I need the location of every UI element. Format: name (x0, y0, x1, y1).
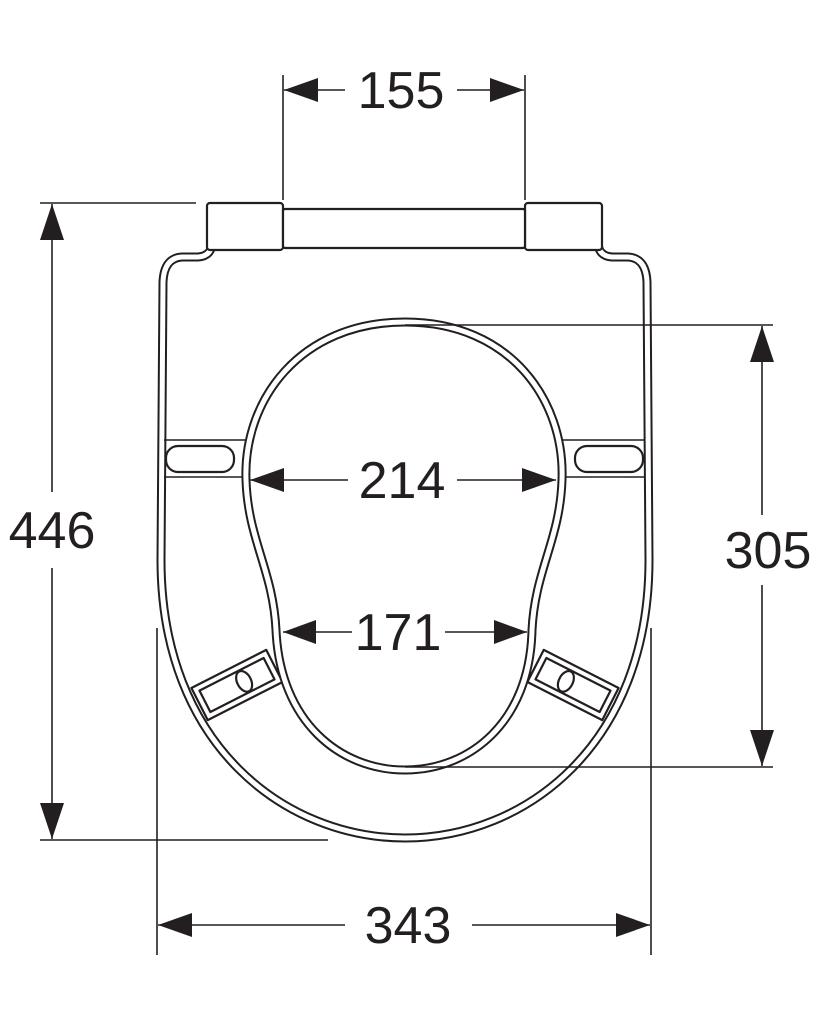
arrowhead (490, 78, 524, 102)
arrowhead (750, 730, 774, 766)
dimension-label: 171 (355, 604, 442, 662)
lower-buffers (190, 648, 620, 722)
dimension-overall-length: 446 (9, 202, 328, 841)
seat-opening (241, 317, 567, 775)
arrowhead (40, 803, 64, 839)
arrowhead (284, 78, 318, 102)
hinge-right (523, 201, 604, 252)
arrowhead (158, 913, 192, 937)
arrowhead (750, 326, 774, 362)
dimension-label: 305 (725, 522, 812, 580)
dimension-label: 343 (365, 897, 452, 955)
arrowhead (522, 468, 556, 492)
dimension-hinge-spacing: 155 (282, 62, 526, 200)
seat-outline (156, 222, 654, 843)
dimension-overall-width: 343 (156, 628, 652, 955)
bumper-right (573, 444, 645, 474)
buffer-right (526, 648, 620, 722)
hinge-assembly (205, 201, 604, 252)
arrowhead (616, 913, 650, 937)
arrowhead (250, 468, 284, 492)
dimension-opening-length: 305 (405, 324, 812, 768)
buffer-left (190, 648, 284, 722)
dimension-label: 446 (9, 502, 96, 560)
bumper-left (164, 444, 236, 474)
arrowhead (40, 204, 64, 240)
dimension-label: 155 (358, 62, 445, 120)
upper-bumpers (164, 439, 645, 478)
arrowhead (283, 620, 316, 644)
hinge-bar (281, 207, 527, 250)
dimension-opening-narrow-width: 171 (283, 604, 527, 662)
dimension-label: 214 (359, 452, 446, 510)
dimension-opening-max-width: 214 (250, 452, 556, 510)
arrowhead (494, 620, 527, 644)
hinge-left (205, 201, 285, 252)
